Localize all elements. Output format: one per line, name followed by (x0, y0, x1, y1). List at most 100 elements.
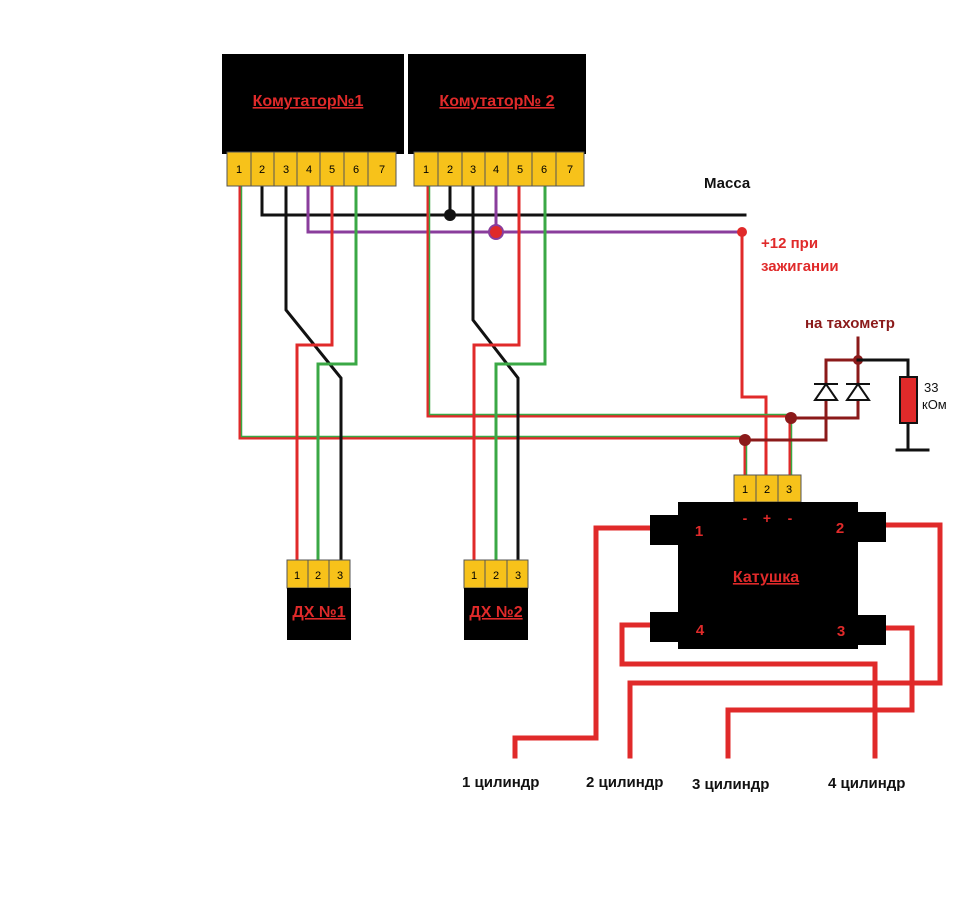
hall-sensor-1-body (287, 588, 351, 640)
hall-sensor-2-body (464, 588, 528, 640)
commutator-1-connector: 1 2 3 4 5 6 7 (226, 151, 397, 187)
coil-output-4: 4 (696, 622, 705, 639)
coil-tower-2 (856, 512, 886, 542)
hv-lead-cyl4 (725, 625, 915, 759)
resistor-icon (899, 376, 918, 424)
commutator-1: Комутатор№1 1 2 3 4 5 6 7 (222, 54, 404, 187)
commutator-2-pin: 5 (507, 151, 533, 187)
ignition-junction (488, 224, 504, 240)
coil-title: Катушка (733, 569, 799, 586)
svg-text:2: 2 (493, 570, 499, 582)
c1-pin1-to-coil (238, 184, 747, 477)
commutator-1-pin: 4 (296, 151, 321, 187)
hall-sensor-2-pin: 3 (506, 559, 529, 589)
hall-sensor-1-title: ДХ №1 (292, 604, 345, 621)
hall-sensor-1-pin: 2 (307, 559, 330, 589)
ground-wire (260, 184, 747, 217)
svg-text:3: 3 (786, 484, 792, 496)
coil-pin: 2 (755, 474, 779, 503)
coil-pin: 1 (733, 474, 757, 503)
tacho-wire-b (789, 358, 860, 420)
commutator-1-body (222, 54, 404, 154)
commutator-1-pin: 6 (343, 151, 369, 187)
coil-pin: 3 (777, 474, 802, 503)
cylinder-2-label: 2 цилиндр (586, 774, 663, 791)
coil-output-3: 3 (837, 623, 845, 640)
commutator-1-pin: 3 (273, 151, 298, 187)
ignition-label-line2: зажигании (761, 258, 839, 275)
commutator-1-pin: 1 (226, 151, 252, 187)
commutator-2-pin: 2 (437, 151, 463, 187)
hv-lead-cyl3 (627, 522, 943, 759)
coil-output-2: 2 (836, 520, 844, 537)
c2-pin6-to-dx2-pin2 (494, 184, 547, 562)
cylinder-4-label: 4 цилиндр (828, 775, 905, 792)
commutator-2-pin: 4 (484, 151, 509, 187)
svg-text:3: 3 (515, 570, 521, 582)
commutator-1-pin: 5 (319, 151, 345, 187)
commutator-2-title: Комутатор№ 2 (439, 93, 554, 110)
ignition-wire (306, 184, 744, 234)
hall-sensor-1-connector: 1 2 3 (286, 559, 351, 589)
coil-output-1: 1 (695, 523, 703, 540)
ground-junction (444, 209, 456, 221)
coil-body (678, 502, 858, 649)
ignition-coil: 1 2 3 - + - 1 2 4 3 Катушка (650, 474, 886, 649)
resistor-value: 33 (924, 380, 938, 395)
wires (238, 184, 943, 759)
svg-text:6: 6 (353, 164, 359, 176)
svg-text:4: 4 (306, 164, 312, 176)
hall-sensor-2: 1 2 3 ДХ №2 (463, 559, 529, 640)
cylinder-1-label: 1 цилиндр (462, 774, 539, 791)
svg-text:2: 2 (447, 164, 453, 176)
svg-text:1: 1 (423, 164, 429, 176)
svg-text:5: 5 (329, 164, 335, 176)
svg-text:1: 1 (742, 484, 748, 496)
coil-sign-pin2: + (763, 510, 771, 526)
hall-sensor-2-pin: 1 (463, 559, 486, 589)
hall-sensor-1-pin: 3 (328, 559, 351, 589)
svg-text:5: 5 (517, 164, 523, 176)
coil-tower-3 (856, 615, 886, 645)
tacho-wire-a (743, 358, 860, 442)
svg-text:1: 1 (236, 164, 242, 176)
c2-pin1-to-coil-green (428, 186, 793, 475)
svg-text:1: 1 (471, 570, 477, 582)
cylinder-3-label: 3 цилиндр (692, 776, 769, 793)
svg-text:2: 2 (259, 164, 265, 176)
resistor-lead-top (856, 358, 910, 380)
hv-lead-cyl1 (512, 525, 655, 759)
svg-text:7: 7 (567, 164, 573, 176)
coil-connector: 1 2 3 (733, 474, 802, 503)
coil-tower-4 (650, 612, 680, 642)
c2-pin5-to-dx2-pin1 (472, 184, 521, 562)
hall-sensor-1-pin: 1 (286, 559, 309, 589)
hall-sensor-2-pin: 2 (484, 559, 508, 589)
commutator-2-pin: 6 (531, 151, 557, 187)
c1-pin1-to-coil-green (240, 186, 748, 475)
commutator-1-title: Комутатор№1 (253, 93, 364, 110)
ignition-label-line1: +12 при (761, 235, 818, 252)
c1-pin5-to-dx1-pin1 (295, 184, 334, 562)
diode-left-icon (813, 382, 839, 401)
coil-sign-pin3: - (788, 510, 793, 526)
commutator-1-pin: 2 (250, 151, 275, 187)
svg-text:2: 2 (764, 484, 770, 496)
svg-text:3: 3 (337, 570, 343, 582)
svg-text:7: 7 (379, 164, 385, 176)
ground-label: Масса (704, 175, 751, 192)
svg-text:2: 2 (315, 570, 321, 582)
commutator-1-pin: 7 (367, 151, 397, 187)
resistor-unit: кОм (922, 397, 947, 412)
hv-lead-cyl2 (619, 622, 878, 759)
ignition-to-coil (740, 230, 768, 477)
hall-sensor-1: 1 2 3 ДХ №1 (286, 559, 351, 640)
c1-pin6-to-dx1-pin2 (316, 184, 358, 562)
commutator-2-pin: 3 (461, 151, 486, 187)
svg-text:4: 4 (493, 164, 499, 176)
coil-tower-1 (650, 515, 680, 545)
svg-text:6: 6 (541, 164, 547, 176)
commutator-2-pin: 1 (413, 151, 439, 187)
hall-sensor-2-connector: 1 2 3 (463, 559, 529, 589)
